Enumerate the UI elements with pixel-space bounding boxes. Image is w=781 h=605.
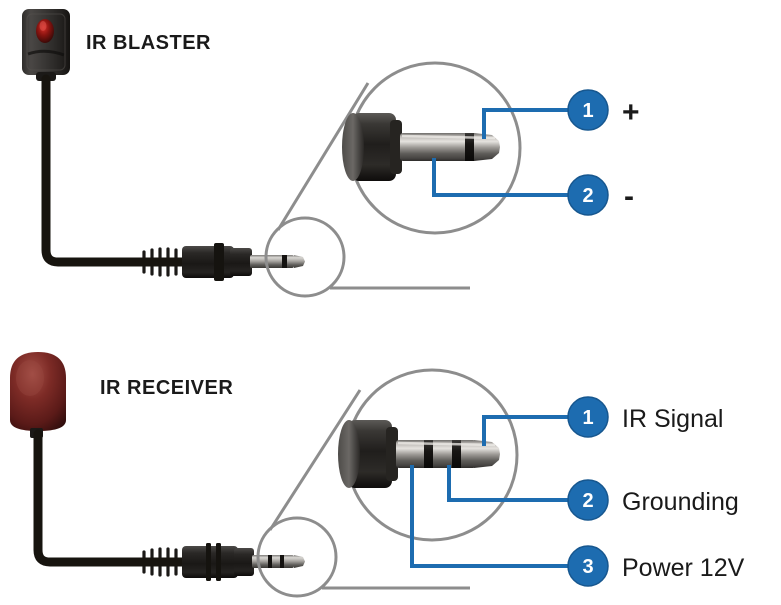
- ir-blaster-title: IR BLASTER: [86, 32, 211, 54]
- receiver-magnifier-cone-upper: [268, 389, 362, 531]
- ir-blaster-plug-small: [135, 243, 305, 281]
- receiver-pin-1-badge: 1: [567, 396, 609, 438]
- ir-receiver-dome-head: [10, 352, 66, 438]
- blaster-sleeve-conductor: [400, 133, 476, 161]
- receiver-pin-3-badge: 3: [567, 545, 609, 587]
- ir-receiver-section: 1 IR Signal 2 Grounding 3 Power 12V IR R…: [10, 352, 745, 598]
- receiver-pin-3-number: 3: [582, 556, 593, 578]
- ir-receiver-title: IR RECEIVER: [100, 377, 233, 399]
- ir-receiver-plug-small: [135, 543, 305, 581]
- receiver-tip-conductor: [474, 440, 500, 468]
- blaster-pin-1-number: 1: [582, 100, 593, 122]
- blaster-magnifier-small-ring: [264, 216, 346, 298]
- receiver-leader-pin-3: [410, 465, 570, 568]
- blaster-leader-pin-1: [482, 108, 570, 139]
- ir-blaster-plug-magnified: [342, 113, 500, 181]
- ir-blaster-emitter-head: [22, 9, 70, 81]
- blaster-pin-2-badge: 2: [567, 174, 609, 216]
- blaster-pin-1-badge: 1: [567, 89, 609, 131]
- receiver-leader-pin-2: [447, 465, 570, 502]
- receiver-pin-1-number: 1: [582, 407, 593, 429]
- blaster-insulator-ring: [465, 133, 474, 161]
- blaster-magnifier-cone-upper: [276, 82, 370, 231]
- receiver-pin-1-label: IR Signal: [622, 405, 723, 433]
- receiver-leader-pin-1: [482, 415, 570, 446]
- blaster-pin-1-label: +: [622, 96, 640, 129]
- receiver-insulator-ring-1: [424, 440, 433, 468]
- ir-receiver-plug-magnified: [338, 420, 500, 488]
- receiver-pin-2-label: Grounding: [622, 488, 739, 516]
- receiver-insulator-ring-2: [452, 440, 461, 468]
- receiver-pin-3-label: Power 12V: [622, 554, 745, 582]
- blaster-leader-pin-2: [432, 158, 570, 197]
- blaster-pin-2-label: -: [624, 180, 634, 213]
- blaster-pin-2-number: 2: [582, 185, 593, 207]
- ir-blaster-section: 1 + 2 - IR BLASTER: [22, 9, 640, 298]
- receiver-pin-2-number: 2: [582, 490, 593, 512]
- receiver-magnifier-small-ring: [256, 516, 338, 598]
- ir-receiver-cable: [33, 429, 145, 567]
- receiver-pin-2-badge: 2: [567, 479, 609, 521]
- blaster-tip-conductor: [474, 133, 500, 161]
- ir-blaster-cable: [41, 74, 145, 267]
